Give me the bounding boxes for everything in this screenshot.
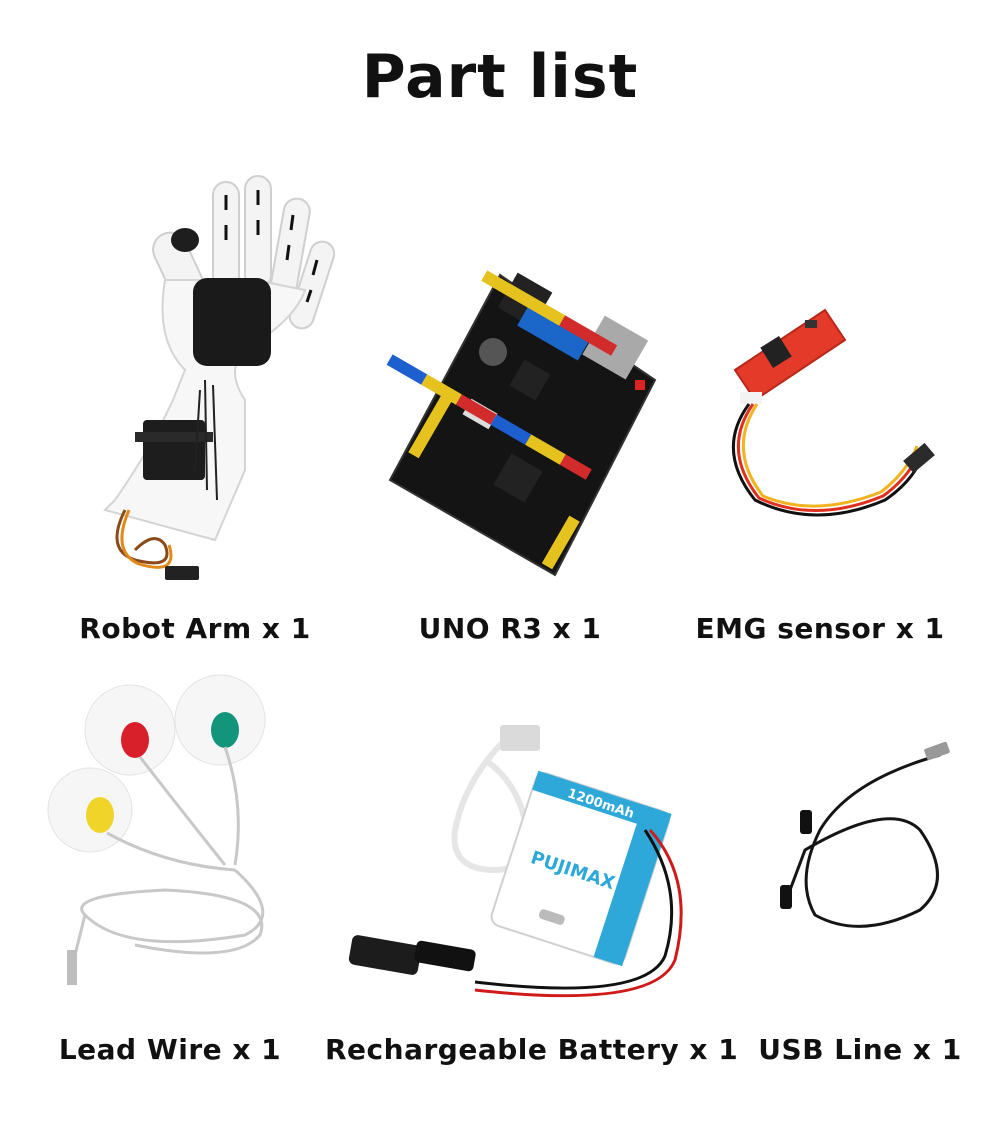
- page-title: Part list: [361, 42, 639, 112]
- part-label-uno-r3: UNO R3 x 1: [418, 612, 602, 645]
- emg-sensor-image: [715, 300, 945, 530]
- lead-wire-image: [45, 665, 290, 990]
- part-label-usb-line: USB Line x 1: [758, 1033, 962, 1066]
- usb-line-image: [770, 740, 960, 940]
- part-label-battery: Rechargeable Battery x 1: [325, 1033, 739, 1066]
- part-label-emg-sensor: EMG sensor x 1: [695, 612, 945, 645]
- uno-r3-board-image: [385, 270, 670, 580]
- part-label-lead-wire: Lead Wire x 1: [58, 1033, 282, 1066]
- robot-arm-image: [95, 170, 335, 600]
- part-label-robot-arm: Robot Arm x 1: [79, 612, 311, 645]
- battery-image: 1200mAh PUJIMAX: [345, 720, 705, 1020]
